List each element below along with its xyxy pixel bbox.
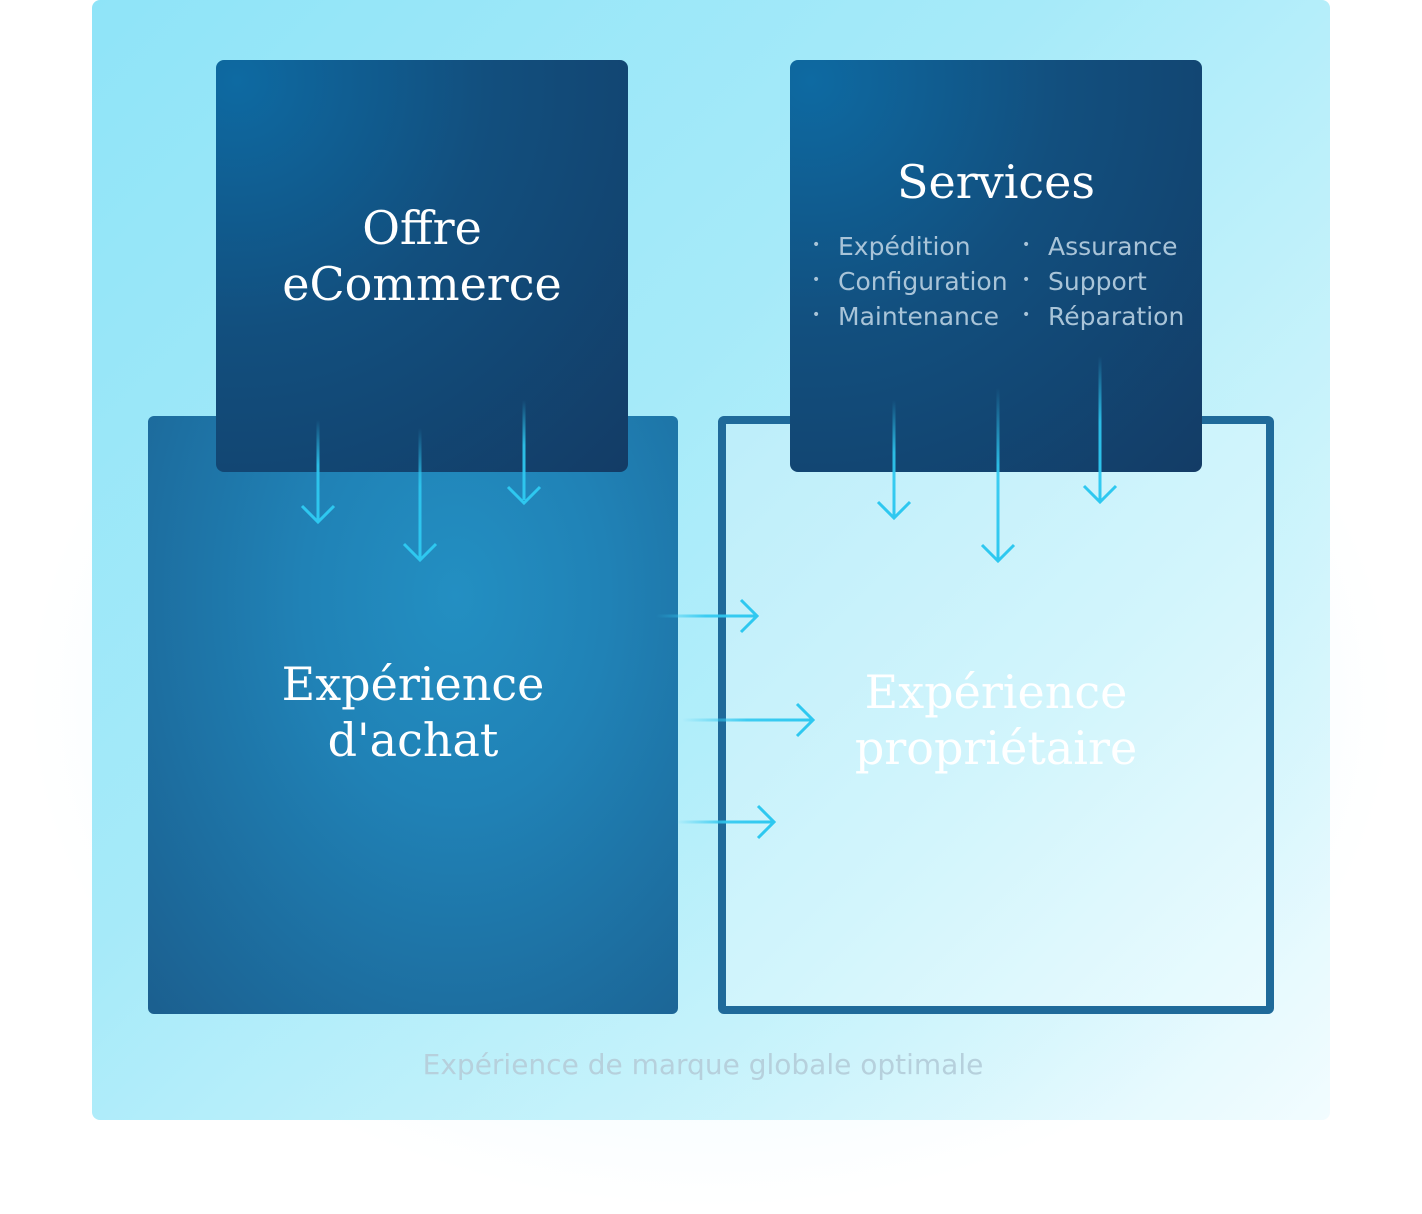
- service-label: Configuration: [838, 267, 1008, 296]
- purchase-experience-box: Expérience d'achat: [148, 416, 678, 1014]
- services-title: Services: [896, 155, 1095, 209]
- bullet-icon: •: [812, 272, 821, 288]
- service-label: Maintenance: [838, 302, 999, 331]
- bullet-icon: •: [812, 237, 821, 253]
- service-label: Support: [1048, 267, 1147, 296]
- owner-title-line-2: propriétaire: [854, 721, 1138, 775]
- services-list-item: • Configuration: [812, 267, 1022, 298]
- services-list-item: • Assurance: [1022, 232, 1202, 263]
- bullet-icon: •: [1022, 307, 1031, 323]
- offer-title-line-2: eCommerce: [282, 257, 562, 311]
- ecommerce-offer-box: Offre eCommerce: [216, 60, 628, 472]
- service-label: Expédition: [838, 232, 971, 261]
- owner-experience-box: Expérience propriétaire: [718, 416, 1274, 1014]
- owner-title-line-1: Expérience: [864, 665, 1128, 719]
- service-label: Assurance: [1048, 232, 1178, 261]
- services-box: Services • Expédition • Assurance • Configu…: [790, 60, 1202, 472]
- offer-title-line-1: Offre: [362, 201, 482, 255]
- bullet-icon: •: [1022, 237, 1031, 253]
- ecommerce-offer-title: Offre eCommerce: [216, 200, 628, 312]
- services-list-item: • Maintenance: [812, 302, 1022, 333]
- purchase-experience-title: Expérience d'achat: [148, 656, 678, 768]
- service-label: Réparation: [1048, 302, 1185, 331]
- diagram-caption: Expérience de marque globale optimale: [422, 1048, 984, 1081]
- services-list: • Expédition • Assurance • Configuration • S…: [812, 232, 1202, 333]
- purchase-title-line-1: Expérience: [281, 657, 545, 711]
- bullet-icon: •: [812, 307, 821, 323]
- services-list-item: • Expédition: [812, 232, 1022, 263]
- owner-experience-title: Expérience propriétaire: [726, 664, 1266, 776]
- purchase-title-line-2: d'achat: [327, 713, 499, 767]
- bullet-icon: •: [1022, 272, 1031, 288]
- services-list-item: • Réparation: [1022, 302, 1202, 333]
- services-list-item: • Support: [1022, 267, 1202, 298]
